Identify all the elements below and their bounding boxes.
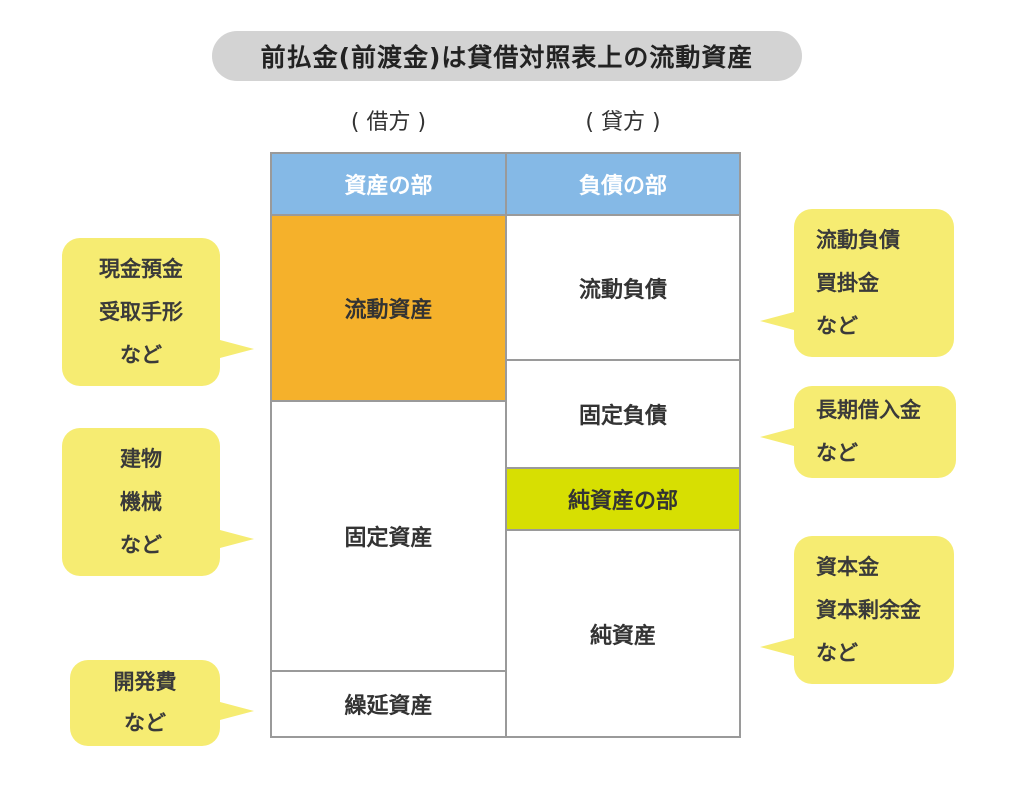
table-border-bottom	[270, 736, 741, 738]
callout-pointer	[220, 530, 254, 548]
assets-header: 資産の部	[271, 153, 506, 215]
callout-pointer	[760, 312, 794, 330]
callout-line: など	[816, 640, 858, 665]
table-header-divider	[270, 214, 741, 216]
callout-line: 機械	[120, 489, 162, 514]
callout-current-liabilities: 流動負債 買掛金 など	[794, 209, 954, 357]
callout-pointer	[760, 638, 794, 656]
credit-label: ( 貸方 )	[585, 110, 661, 135]
table-divider-center	[505, 153, 507, 738]
table-border-top	[270, 152, 741, 154]
deferred-assets-cell: 繰延資産	[271, 671, 506, 737]
table-border-left	[270, 153, 272, 738]
callout-fixed-assets: 建物 機械 など	[62, 428, 220, 576]
assets-divider-2	[270, 670, 506, 672]
table-border-right	[739, 153, 741, 738]
liabilities-divider-1	[506, 359, 741, 361]
callout-line: 現金預金	[99, 256, 183, 281]
callout-line: など	[816, 441, 858, 465]
liabilities-divider-2	[506, 467, 741, 469]
net-assets-cell: 純資産	[506, 530, 740, 737]
fixed-liabilities-cell: 固定負債	[506, 360, 740, 468]
callout-line: など	[124, 711, 166, 735]
callout-line: など	[120, 532, 162, 557]
callout-line: 長期借入金	[816, 398, 921, 422]
page-title: 前払金(前渡金)は貸借対照表上の流動資産	[212, 31, 802, 81]
callout-current-assets: 現金預金 受取手形 など	[62, 238, 220, 386]
current-assets-cell: 流動資産	[271, 215, 506, 401]
callout-line: 資本剰余金	[816, 597, 921, 622]
assets-divider-1	[270, 400, 506, 402]
callout-pointer	[220, 340, 254, 358]
callout-line: 建物	[120, 446, 162, 471]
callout-line: など	[816, 313, 858, 338]
callout-line: 受取手形	[99, 299, 183, 324]
callout-line: 流動負債	[816, 227, 900, 252]
callout-net-assets: 資本金 資本剰余金 など	[794, 536, 954, 684]
net-assets-divider	[506, 529, 741, 531]
callout-pointer	[760, 428, 794, 446]
debit-label: ( 借方 )	[350, 110, 427, 135]
current-liabilities-cell: 流動負債	[506, 215, 740, 360]
callout-line: など	[120, 342, 162, 367]
net-assets-header: 純資産の部	[506, 468, 740, 530]
liabilities-header: 負債の部	[506, 153, 740, 215]
callout-fixed-liabilities: 長期借入金 など	[794, 386, 956, 478]
callout-deferred-assets: 開発費 など	[70, 660, 220, 746]
callout-line: 資本金	[816, 554, 879, 579]
callout-line: 買掛金	[816, 270, 879, 295]
callout-pointer	[220, 702, 254, 720]
fixed-assets-cell: 固定資産	[271, 401, 506, 671]
callout-line: 開発費	[113, 670, 177, 694]
